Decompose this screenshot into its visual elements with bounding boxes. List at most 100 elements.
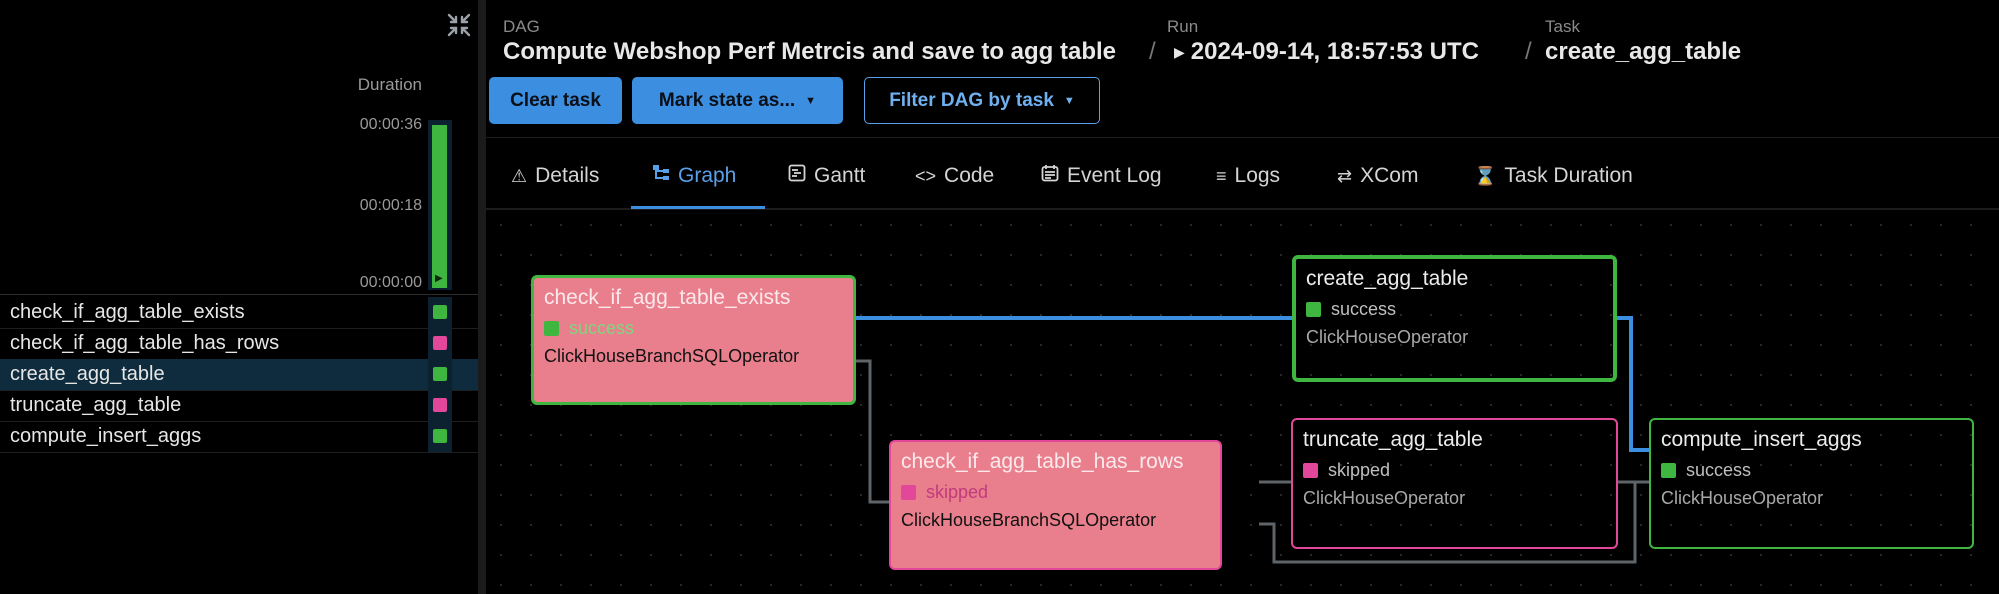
duration-tick-zero: 00:00:00: [359, 274, 422, 291]
tab-xcom[interactable]: ⇄ XCom: [1337, 164, 1418, 188]
task-row[interactable]: compute_insert_aggs: [0, 421, 478, 453]
tab-logs[interactable]: ≡ Logs: [1216, 164, 1280, 188]
task-node-state-label: skipped: [926, 482, 989, 502]
panel-resize-handle[interactable]: [478, 0, 486, 594]
task-instance-cell[interactable]: [428, 390, 452, 421]
breadcrumb-separator: /: [1525, 38, 1532, 65]
task-node-title: check_if_agg_table_has_rows: [901, 450, 1184, 473]
tab-code[interactable]: <> Code: [915, 164, 994, 188]
status-square: [433, 398, 447, 412]
gantt-icon: [788, 164, 806, 188]
filter-dag-label: Filter DAG by task: [889, 89, 1054, 111]
task-node-operator: ClickHouseOperator: [1661, 488, 1824, 508]
task-node-state-label: success: [569, 318, 635, 338]
task-node[interactable]: check_if_agg_table_exists success ClickH…: [531, 275, 856, 405]
status-square: [901, 485, 916, 500]
dag-name-link[interactable]: Compute Webshop Perf Metrcis and save to…: [503, 38, 1117, 65]
task-label: Task: [1545, 17, 1580, 36]
tab-label: Details: [535, 164, 600, 187]
chevron-down-icon: ▼: [805, 94, 817, 107]
graph-edges: [854, 316, 1651, 564]
warning-icon: ⚠: [511, 165, 528, 186]
status-square: [1306, 302, 1321, 317]
tab-label: Graph: [678, 164, 737, 187]
task-node-state: skipped: [1303, 460, 1390, 481]
status-square: [433, 429, 447, 443]
play-icon: ▶: [435, 273, 443, 284]
task-name[interactable]: create_agg_table: [10, 363, 165, 385]
task-node-operator: ClickHouseBranchSQLOperator: [544, 346, 800, 366]
collapse-arrows-icon[interactable]: [446, 12, 472, 38]
calendar-icon: [1041, 164, 1059, 188]
filter-dag-button[interactable]: Filter DAG by task▼: [864, 77, 1100, 124]
task-node-title: create_agg_table: [1306, 267, 1469, 290]
task-name-link[interactable]: create_agg_table: [1545, 38, 1742, 65]
breadcrumb-separator: /: [1149, 38, 1156, 65]
run-duration-bar[interactable]: [432, 125, 447, 288]
duration-tick-mid: 00:00:18: [359, 197, 422, 214]
task-name[interactable]: check_if_agg_table_has_rows: [10, 332, 280, 354]
code-icon: <>: [915, 165, 937, 186]
task-name[interactable]: truncate_agg_table: [10, 394, 182, 416]
task-node-selected[interactable]: create_agg_table success ClickHouseOpera…: [1292, 255, 1617, 382]
clear-task-button[interactable]: Clear task: [489, 77, 622, 124]
duration-tick-max: 00:00:36: [359, 116, 422, 133]
task-node-state: skipped: [901, 482, 988, 503]
header-divider: [486, 137, 1999, 138]
mark-state-button[interactable]: Mark state as... ▼: [632, 77, 843, 124]
tab-details[interactable]: ⚠ Details: [511, 164, 599, 188]
tab-label: Code: [944, 164, 995, 187]
tabs-divider: [486, 208, 1999, 210]
graph-icon: [652, 164, 670, 188]
task-name[interactable]: check_if_agg_table_exists: [10, 301, 245, 323]
run-label: Run: [1167, 17, 1199, 36]
active-tab-indicator: [631, 206, 765, 209]
duration-axis-label: Duration: [357, 75, 422, 94]
task-node-title: compute_insert_aggs: [1661, 428, 1862, 451]
tab-event-log[interactable]: Event Log: [1041, 164, 1162, 188]
task-row-selected[interactable]: create_agg_table: [0, 359, 478, 391]
tab-label: Gantt: [814, 164, 866, 187]
tab-label: Task Duration: [1504, 164, 1633, 187]
mark-state-label: Mark state as...: [658, 89, 796, 111]
task-node-operator: ClickHouseOperator: [1306, 327, 1469, 347]
status-square: [544, 321, 559, 336]
task-row[interactable]: check_if_agg_table_exists: [0, 297, 478, 329]
task-instance-cell[interactable]: [428, 359, 452, 390]
tab-task-duration[interactable]: ⌛ Task Duration: [1474, 164, 1633, 188]
task-instance-cell[interactable]: [428, 297, 452, 328]
task-node[interactable]: check_if_agg_table_has_rows skipped Clic…: [889, 440, 1222, 570]
task-node-title: truncate_agg_table: [1303, 428, 1483, 451]
task-node-state-label: success: [1686, 460, 1752, 480]
run-value: 2024-09-14, 18:57:53 UTC: [1190, 38, 1479, 65]
run-link[interactable]: ▶ 2024-09-14, 18:57:53 UTC: [1174, 38, 1479, 66]
task-instance-cell[interactable]: [428, 421, 452, 452]
tab-graph[interactable]: Graph: [652, 164, 736, 188]
hourglass-icon: ⌛: [1474, 165, 1497, 186]
task-node-operator: ClickHouseBranchSQLOperator: [901, 510, 1157, 530]
task-instance-cell[interactable]: [428, 328, 452, 359]
status-square: [1303, 463, 1318, 478]
task-row[interactable]: check_if_agg_table_has_rows: [0, 328, 478, 360]
grid-axis-divider: [0, 294, 478, 295]
tab-label: XCom: [1360, 164, 1419, 187]
swap-arrows-icon: ⇄: [1337, 165, 1353, 186]
task-node-state-label: skipped: [1328, 460, 1391, 480]
task-node-state: success: [544, 318, 634, 339]
tab-gantt[interactable]: Gantt: [788, 164, 865, 188]
task-node-title: check_if_agg_table_exists: [544, 286, 791, 309]
clear-task-label: Clear task: [510, 89, 601, 111]
status-square: [433, 305, 447, 319]
task-node-state: success: [1306, 299, 1396, 320]
task-node-state-label: success: [1331, 299, 1397, 319]
task-node[interactable]: truncate_agg_table skipped ClickHouseOpe…: [1291, 418, 1618, 549]
task-node-state: success: [1661, 460, 1751, 481]
task-name[interactable]: compute_insert_aggs: [10, 425, 202, 447]
task-grid-panel: Duration 00:00:36 00:00:18 00:00:00 ▶ ch…: [0, 0, 478, 594]
status-square: [1661, 463, 1676, 478]
status-square: [433, 367, 447, 381]
task-node[interactable]: compute_insert_aggs success ClickHouseOp…: [1649, 418, 1974, 549]
list-icon: ≡: [1216, 165, 1227, 186]
dag-graph-canvas[interactable]: check_if_agg_table_exists success ClickH…: [486, 210, 1999, 594]
task-row[interactable]: truncate_agg_table: [0, 390, 478, 422]
